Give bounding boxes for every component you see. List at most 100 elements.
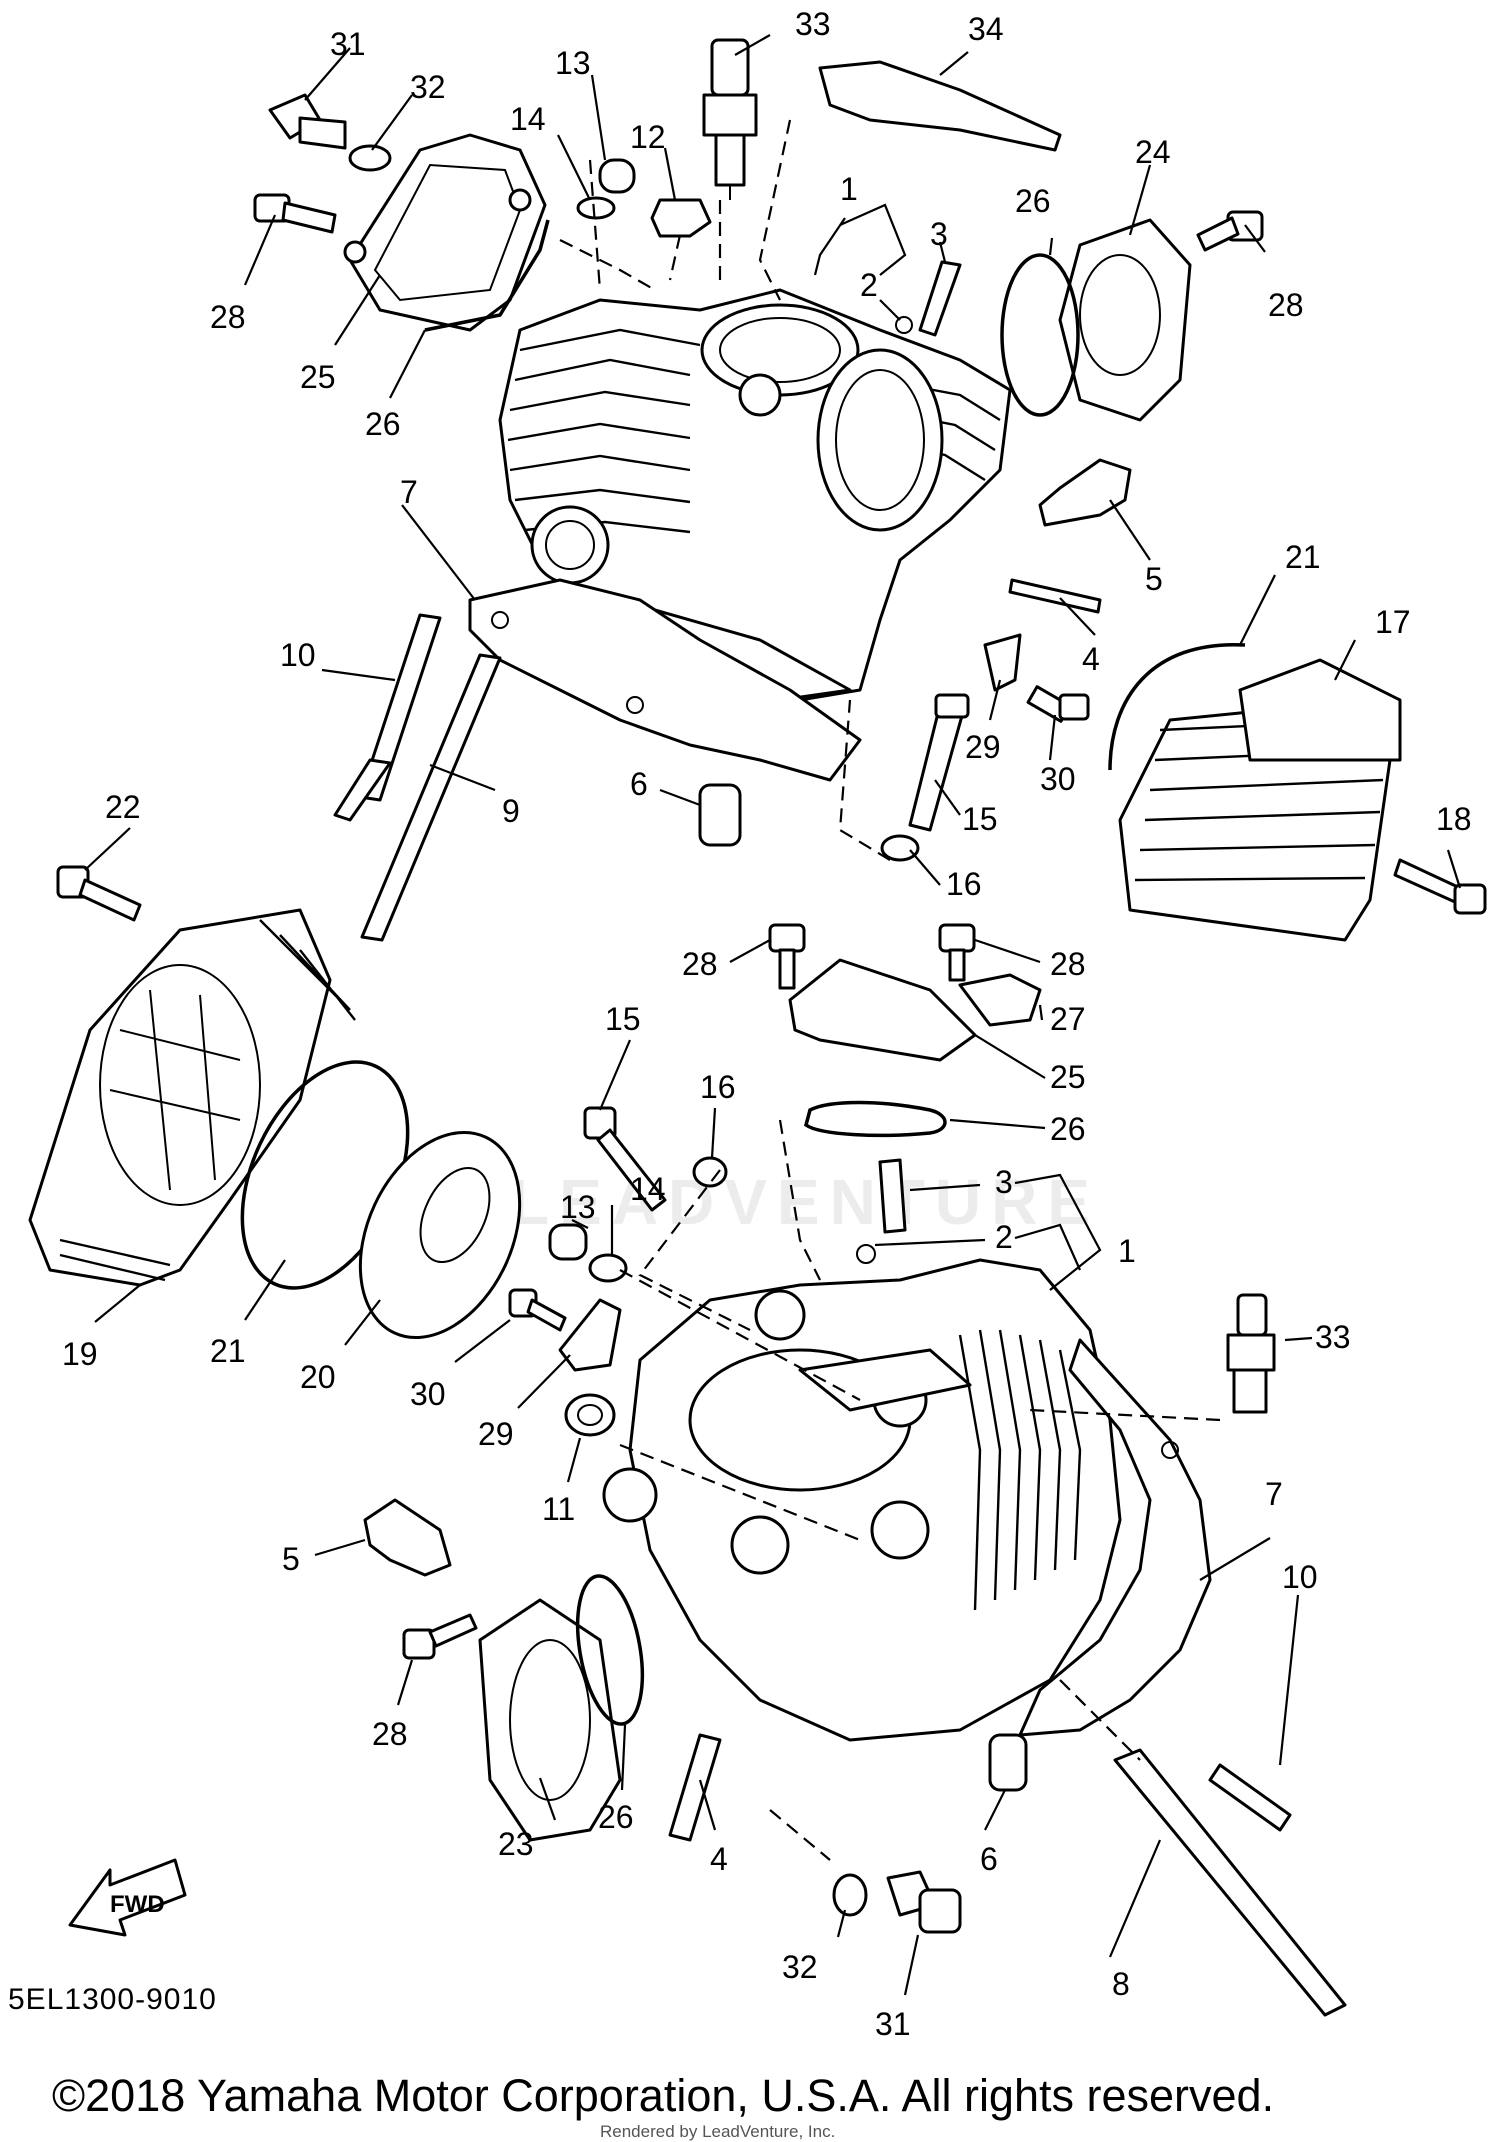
label-11: 11: [542, 1491, 575, 1527]
label-12: 12: [630, 119, 666, 155]
upper-valve-guide-clip: [895, 316, 913, 334]
lower-intake-o-ring: [575, 1574, 645, 1726]
label-34: 34: [968, 11, 1004, 47]
label-33: 33: [795, 6, 831, 42]
upper-bolt-28-left: [253, 193, 337, 234]
label-30: 30: [410, 1376, 446, 1412]
label-6: 6: [630, 766, 648, 802]
label-21: 21: [210, 1333, 246, 1369]
label-1: 1: [1118, 1233, 1136, 1269]
label-13: 13: [555, 45, 591, 81]
upper-bolt-31: [268, 93, 347, 150]
nut-11: [564, 1393, 616, 1437]
lower-valve-guide-clip: [856, 1244, 876, 1264]
label-28: 28: [210, 299, 246, 335]
label-23: 23: [498, 1826, 534, 1862]
upper-cap-nut-13: [598, 158, 636, 194]
lower-stud-10: [1208, 1763, 1292, 1832]
label-32: 32: [782, 1949, 818, 1985]
lower-cylinder-head: [602, 1258, 1122, 1742]
label-20: 20: [300, 1359, 336, 1395]
rear-cylinder-bolt-18: [1393, 858, 1487, 915]
upper-rocker-cover: [343, 133, 547, 332]
rendered-by-credit: Rendered by LeadVenture, Inc.: [600, 2122, 836, 2141]
lower-bolt-15: [583, 1106, 667, 1212]
label-24: 24: [1135, 134, 1171, 170]
upper-washer-16: [880, 834, 920, 862]
heat-protector: [818, 60, 1062, 152]
stud-8: [1113, 1748, 1347, 2017]
label-28: 28: [372, 1716, 408, 1752]
label-4: 4: [1082, 641, 1100, 677]
label-22: 22: [105, 789, 141, 825]
upper-washer-32: [348, 144, 392, 172]
label-25: 25: [1050, 1059, 1086, 1095]
label-13: 13: [560, 1189, 596, 1225]
lower-air-induction-pipe: [363, 1498, 452, 1577]
label-1: 1: [840, 171, 858, 207]
upper-spark-plug: [702, 38, 758, 200]
upper-stud-bolt: [1008, 578, 1102, 614]
label-28: 28: [682, 946, 718, 982]
label-31: 31: [330, 26, 366, 62]
label-26: 26: [598, 1799, 634, 1835]
upper-bolt-28-right: [1196, 210, 1264, 252]
upper-intake-joint: [1058, 218, 1192, 422]
oil-cover: [28, 908, 356, 1287]
lower-stud-bolt: [668, 1733, 722, 1842]
leader-lines: [84, 34, 1462, 1996]
label-16: 16: [946, 866, 982, 902]
lower-bolt-28-b: [938, 923, 976, 982]
label-16: 16: [700, 1069, 736, 1105]
upper-stud-9: [360, 653, 502, 942]
rear-cylinder-o-ring: [1108, 643, 1246, 771]
label-15: 15: [962, 801, 998, 837]
label-33: 33: [1315, 1319, 1351, 1355]
label-4: 4: [710, 1841, 728, 1877]
label-15: 15: [605, 1001, 641, 1037]
upper-valve-guide: [918, 260, 962, 337]
lower-cap-nut-13: [548, 1223, 588, 1261]
label-19: 19: [62, 1336, 98, 1372]
label-17: 17: [1375, 604, 1411, 640]
lower-bolt-31: [886, 1870, 962, 1934]
upper-dowel: [698, 783, 742, 847]
upper-washer-14: [576, 196, 616, 220]
upper-bolt-30: [1026, 685, 1090, 723]
label-3: 3: [930, 216, 948, 252]
label-29: 29: [478, 1416, 514, 1452]
dashed-assembly-lines: [559, 119, 1221, 1861]
label-2: 2: [995, 1219, 1013, 1255]
label-28: 28: [1268, 287, 1304, 323]
watermark: LEADVENTURE: [510, 1166, 1101, 1238]
lower-plate-29: [558, 1298, 622, 1372]
diagram-code: 5EL1300-9010: [8, 1983, 217, 2016]
part-number-labels: 31 32 13 14 12 33 34 28 25 26 1 3 2 26 2…: [62, 6, 1472, 2042]
lower-washer-32: [832, 1873, 868, 1917]
label-7: 7: [1265, 1476, 1283, 1512]
label-14: 14: [630, 1171, 666, 1207]
lower-dowel: [988, 1733, 1028, 1792]
lower-valve-guide: [878, 1158, 907, 1234]
lower-bolt-28-intake: [402, 1613, 478, 1660]
label-3: 3: [995, 1164, 1013, 1200]
label-14: 14: [510, 101, 546, 137]
lower-intake-joint: [478, 1598, 622, 1842]
label-10: 10: [280, 637, 316, 673]
lower-spark-plug: [1226, 1293, 1276, 1414]
copyright-notice: ©2018 Yamaha Motor Corporation, U.S.A. A…: [52, 2070, 1275, 2121]
lower-washer-16: [692, 1156, 728, 1188]
lower-bolt-28-a: [768, 923, 806, 990]
lower-rocker-cover: [788, 958, 977, 1062]
upper-stud-10: [333, 613, 442, 822]
label-26: 26: [1015, 183, 1051, 219]
upper-nut-12: [650, 198, 712, 238]
label-18: 18: [1436, 801, 1472, 837]
label-30: 30: [1040, 761, 1076, 797]
label-27: 27: [1050, 1001, 1086, 1037]
label-10: 10: [1282, 1559, 1318, 1595]
label-28: 28: [1050, 946, 1086, 982]
forward-arrow-icon: FWD: [68, 1858, 187, 1937]
clamp: [958, 973, 1042, 1027]
